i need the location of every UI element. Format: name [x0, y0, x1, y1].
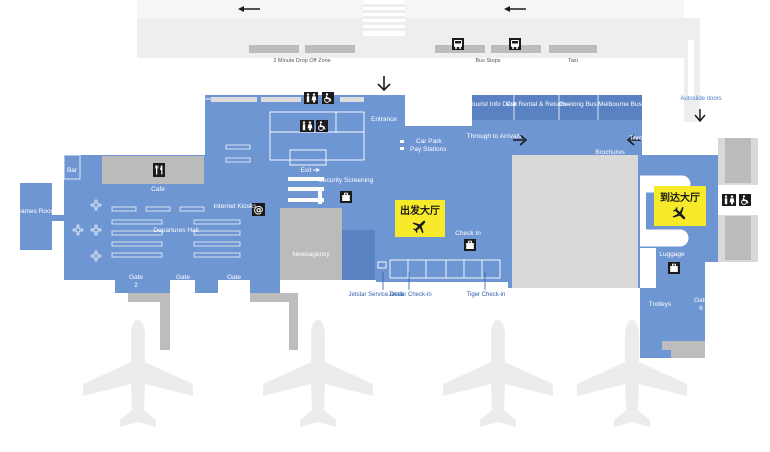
- arrow-down-icon: [694, 109, 706, 123]
- tourist-info-label: Tourist Info Desk: [469, 101, 518, 108]
- checkin-counters: [377, 259, 501, 279]
- autoslide-doors-label: Autoslide doors: [680, 96, 721, 102]
- bus-stops-label: Bus Stops: [475, 58, 500, 64]
- departures-hall-cn-sign: 出发大厅: [395, 200, 445, 237]
- through-to-arrivals-label: Through to Arrivals: [467, 133, 522, 140]
- gate-6-label: Gate: [694, 297, 708, 304]
- jetstar-checkin-label: Jetstar Check-in: [388, 292, 431, 298]
- through-to-departures-label: Through to Departures: [629, 135, 695, 142]
- accessible-icon: [738, 193, 752, 207]
- baggage-carousel: [640, 175, 691, 288]
- jetstar-service-desk-block: [342, 230, 375, 280]
- traffic-direction-arrows: [238, 6, 526, 12]
- arrow-right-icon: [513, 134, 528, 146]
- departures-plane-icon: [412, 220, 426, 234]
- jetstar-service-desk-label: Jetstar Service Desk: [348, 292, 404, 298]
- accessible-icon: [321, 91, 335, 105]
- internet-kiosks-label: Internet Kiosks: [214, 203, 258, 210]
- gate-bridges: [128, 293, 705, 358]
- newsagency: [280, 215, 342, 280]
- check-in-label: Check In: [455, 230, 481, 237]
- aircraft-icon: [443, 320, 553, 427]
- toilets-icon: [722, 194, 736, 206]
- tiger-checkin-label: Tiger Check-in: [467, 292, 506, 298]
- luggage-icon: [667, 261, 681, 275]
- pay-station-icon: [400, 147, 404, 150]
- newsagency-label: Newsagency: [292, 251, 330, 258]
- gate-6-number: 6: [699, 305, 703, 312]
- bar-label: Bar: [67, 167, 78, 174]
- gate-3-number: 3: [181, 282, 185, 289]
- arrow-left-icon: [238, 6, 260, 12]
- gate-2-label: Gate: [129, 274, 143, 281]
- baggage-reclaim-area: [512, 155, 638, 288]
- gate-2-number: 2: [134, 282, 138, 289]
- aircraft-icon: [263, 320, 373, 427]
- bus-icon: [509, 38, 521, 50]
- corridor-walls: [211, 97, 364, 102]
- dropoff-zone-label: 2 Minute Drop Off Zone: [273, 58, 330, 64]
- luggage-label: Luggage: [659, 251, 685, 258]
- gate-4-number: 4: [232, 282, 236, 289]
- cafe-label: Cafe: [151, 186, 165, 193]
- gate-3-label: Gate: [176, 274, 190, 281]
- trolleys-label: Trolleys: [649, 301, 672, 308]
- seating: [111, 144, 251, 258]
- car-rental-label: Car Rental & Returns: [506, 101, 569, 108]
- entrance-label: Entrance: [371, 116, 397, 123]
- security-screening-label: Security Screening: [319, 177, 374, 184]
- accessible-icon: [315, 119, 329, 133]
- arrivals-plane-icon: [672, 206, 686, 220]
- luggage-icon: [339, 190, 353, 204]
- car-park-label: Car Park: [416, 138, 442, 145]
- pay-stations-label: Pay Stations: [410, 146, 447, 153]
- arrivals-hall-cn-sign: 到达大厅: [654, 186, 706, 226]
- roadway: [137, 0, 700, 122]
- melbourne-bus-label: Melbourne Bus: [598, 101, 642, 108]
- departures-hall-label: Departures Hall: [153, 227, 199, 234]
- departures-hall-cn-label: 出发大厅: [400, 204, 440, 217]
- arrow-left-icon: [626, 134, 641, 146]
- checkin-leader-lines: [382, 272, 486, 290]
- exit-label: Exit: [301, 167, 312, 174]
- pay-station-icon: [400, 140, 404, 143]
- toilets-icon: [300, 120, 314, 132]
- games-room-label: Games Room: [16, 208, 56, 215]
- geelong-bus-label: Geelong Bus: [559, 101, 597, 108]
- exit-arrow-icon: [313, 167, 320, 173]
- brochures-label: Brochures: [595, 149, 625, 156]
- service-counters: [472, 95, 642, 120]
- security-lanes: [280, 177, 342, 215]
- toilets-icon: [304, 92, 318, 104]
- bus-icon: [452, 38, 464, 50]
- aircraft-icon: [83, 320, 193, 427]
- arrivals-hall-cn-label: 到达大厅: [660, 191, 700, 204]
- restaurant-icon: [153, 163, 165, 177]
- arrow-down-icon: [377, 76, 391, 92]
- luggage-icon: [463, 238, 477, 252]
- games-room: [20, 183, 52, 250]
- taxi-label: Taxi: [568, 58, 578, 64]
- gate-4-label: Gate: [227, 274, 241, 281]
- arrow-left-icon: [504, 6, 526, 12]
